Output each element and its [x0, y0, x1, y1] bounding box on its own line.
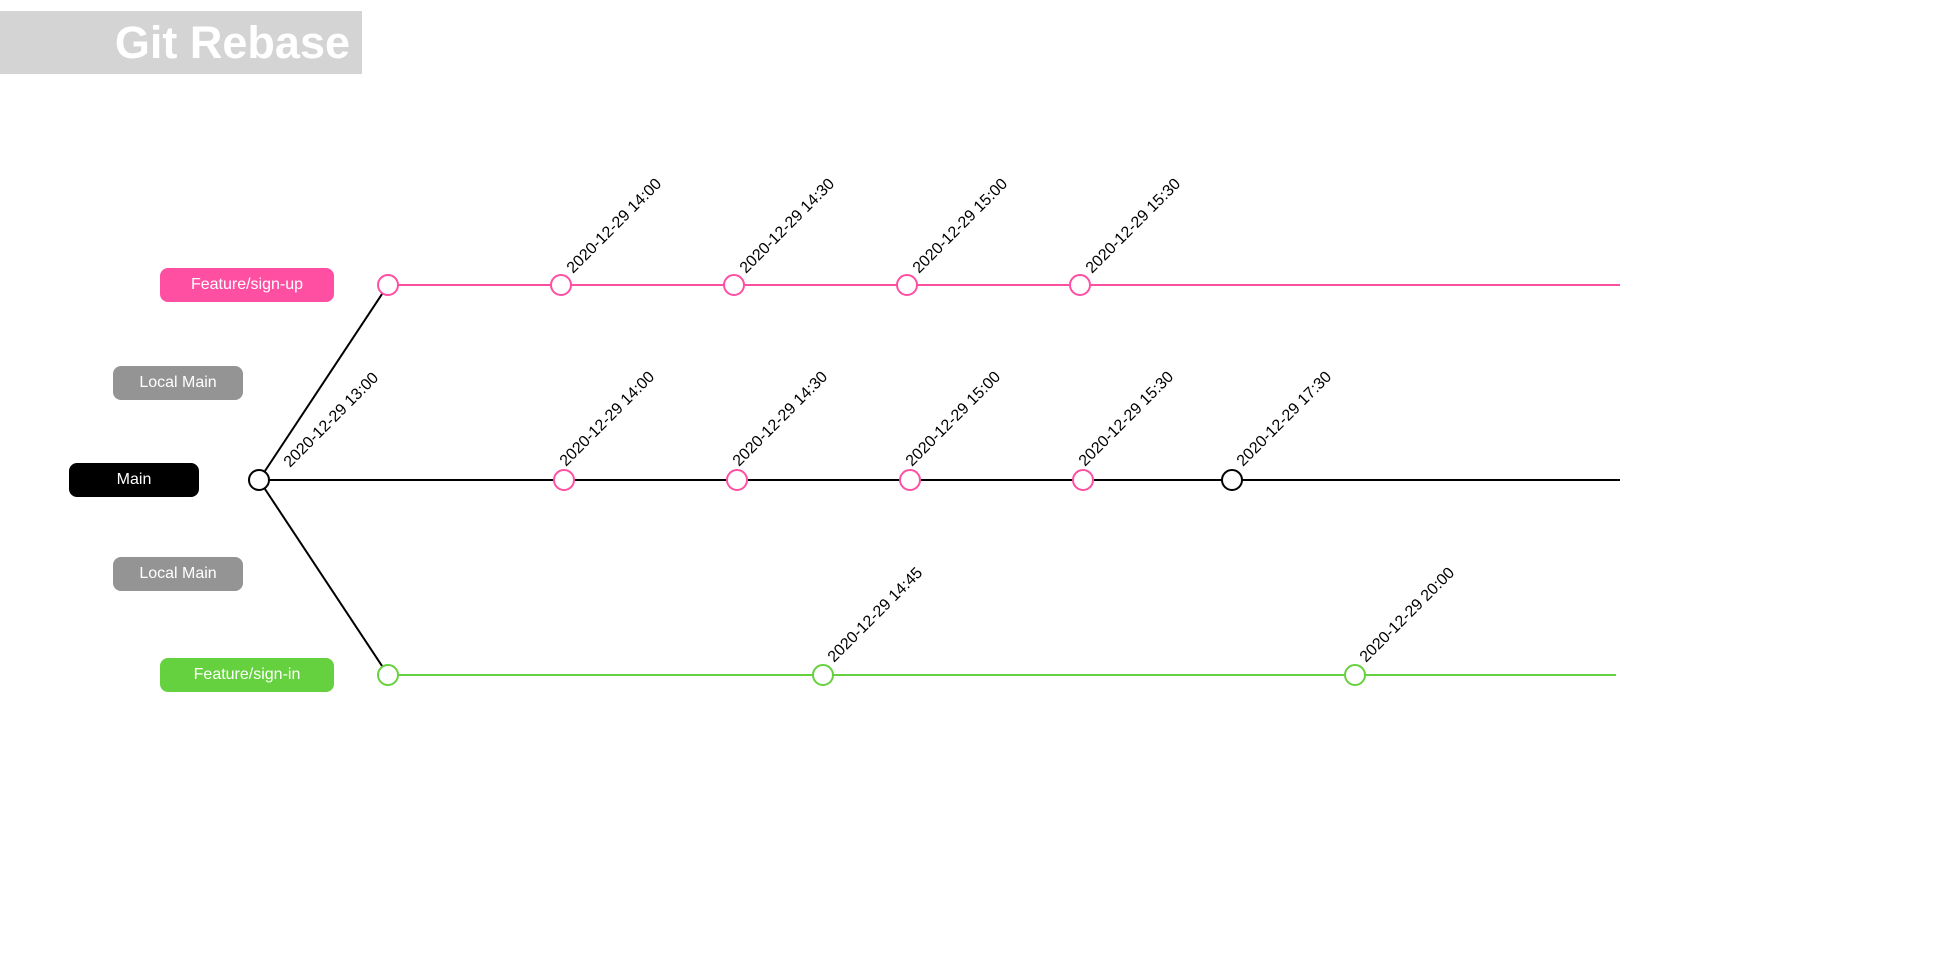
commit-timestamp: 2020-12-29 14:45 [825, 564, 926, 665]
feature-sign-up-start-commit [377, 274, 399, 296]
title-banner: Git Rebase [0, 11, 362, 74]
commit-timestamp: 2020-12-29 15:00 [910, 175, 1011, 276]
branch-label-text: Main [116, 471, 152, 488]
branch-label-local-main-top: Local Main [113, 366, 243, 400]
main-origin-commit [248, 469, 270, 491]
commit-timestamp: 2020-12-29 15:00 [903, 368, 1004, 469]
feature-sign-in-commit [1344, 664, 1366, 686]
commit-timestamp: 2020-12-29 15:30 [1076, 368, 1177, 469]
branch-label-local-main-bottom: Local Main [113, 557, 243, 591]
commit-timestamp: 2020-12-29 14:00 [557, 368, 658, 469]
branch-off-up-line [258, 284, 389, 481]
commit-timestamp: 2020-12-29 17:30 [1234, 368, 1335, 469]
branch-label-text: Local Main [139, 565, 217, 582]
branch-off-in-line [258, 479, 389, 676]
commit-timestamp: 2020-12-29 14:00 [564, 175, 665, 276]
branch-label-feature-sign-in: Feature/sign-in [160, 658, 334, 692]
page-title: Git Rebase [114, 17, 350, 68]
commit-timestamp: 2020-12-29 13:00 [281, 369, 382, 470]
feature-sign-in-start-commit [377, 664, 399, 686]
branch-label-main: Main [69, 463, 199, 497]
feature-sign-up-commit [723, 274, 745, 296]
branch-label-text: Feature/sign-up [190, 276, 304, 293]
feature-sign-up-commit [550, 274, 572, 296]
feature-sign-in-commit [812, 664, 834, 686]
commit-timestamp: 2020-12-29 15:30 [1083, 175, 1184, 276]
commit-timestamp: 2020-12-29 14:30 [737, 175, 838, 276]
feature-sign-up-commit [1069, 274, 1091, 296]
main-rebased-commit [1072, 469, 1094, 491]
main-rebased-commit [726, 469, 748, 491]
feature-sign-up-commit [896, 274, 918, 296]
branch-label-text: Local Main [139, 374, 217, 391]
main-latest-commit [1221, 469, 1243, 491]
main-rebased-commit [553, 469, 575, 491]
branch-label-text: Feature/sign-in [193, 666, 301, 683]
main-rebased-commit [899, 469, 921, 491]
branch-label-feature-sign-up: Feature/sign-up [160, 268, 334, 302]
commit-timestamp: 2020-12-29 14:30 [730, 368, 831, 469]
commit-timestamp: 2020-12-29 20:00 [1357, 564, 1458, 665]
